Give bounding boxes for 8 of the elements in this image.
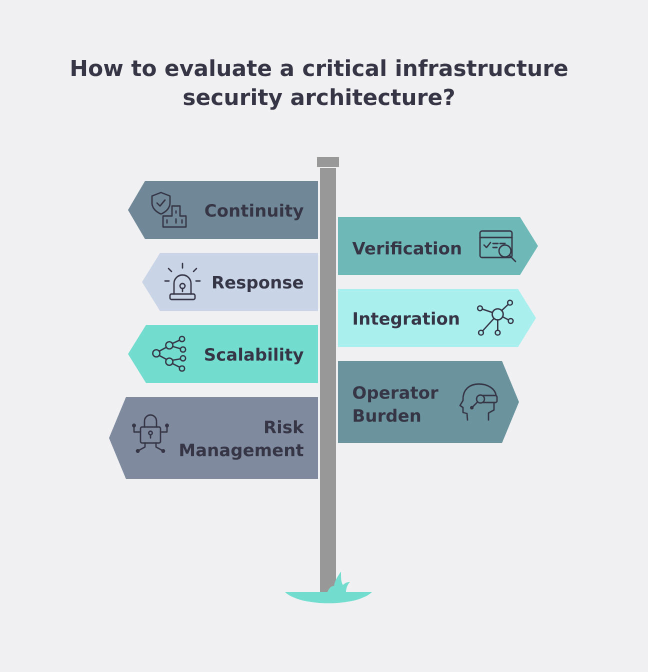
signpost-sign: Response [142, 253, 318, 311]
signpost-sign: Scalability [128, 325, 318, 383]
title: How to evaluate a critical infrastructure security architecture? [72, 59, 568, 110]
signpost-sign: Operator Burden [338, 361, 519, 443]
signpost-sign: Verification [338, 217, 538, 275]
signpost-sign: Continuity [128, 181, 318, 239]
signpost-sign: Integration [338, 289, 536, 347]
signpost-sign: Risk Management [109, 397, 318, 479]
